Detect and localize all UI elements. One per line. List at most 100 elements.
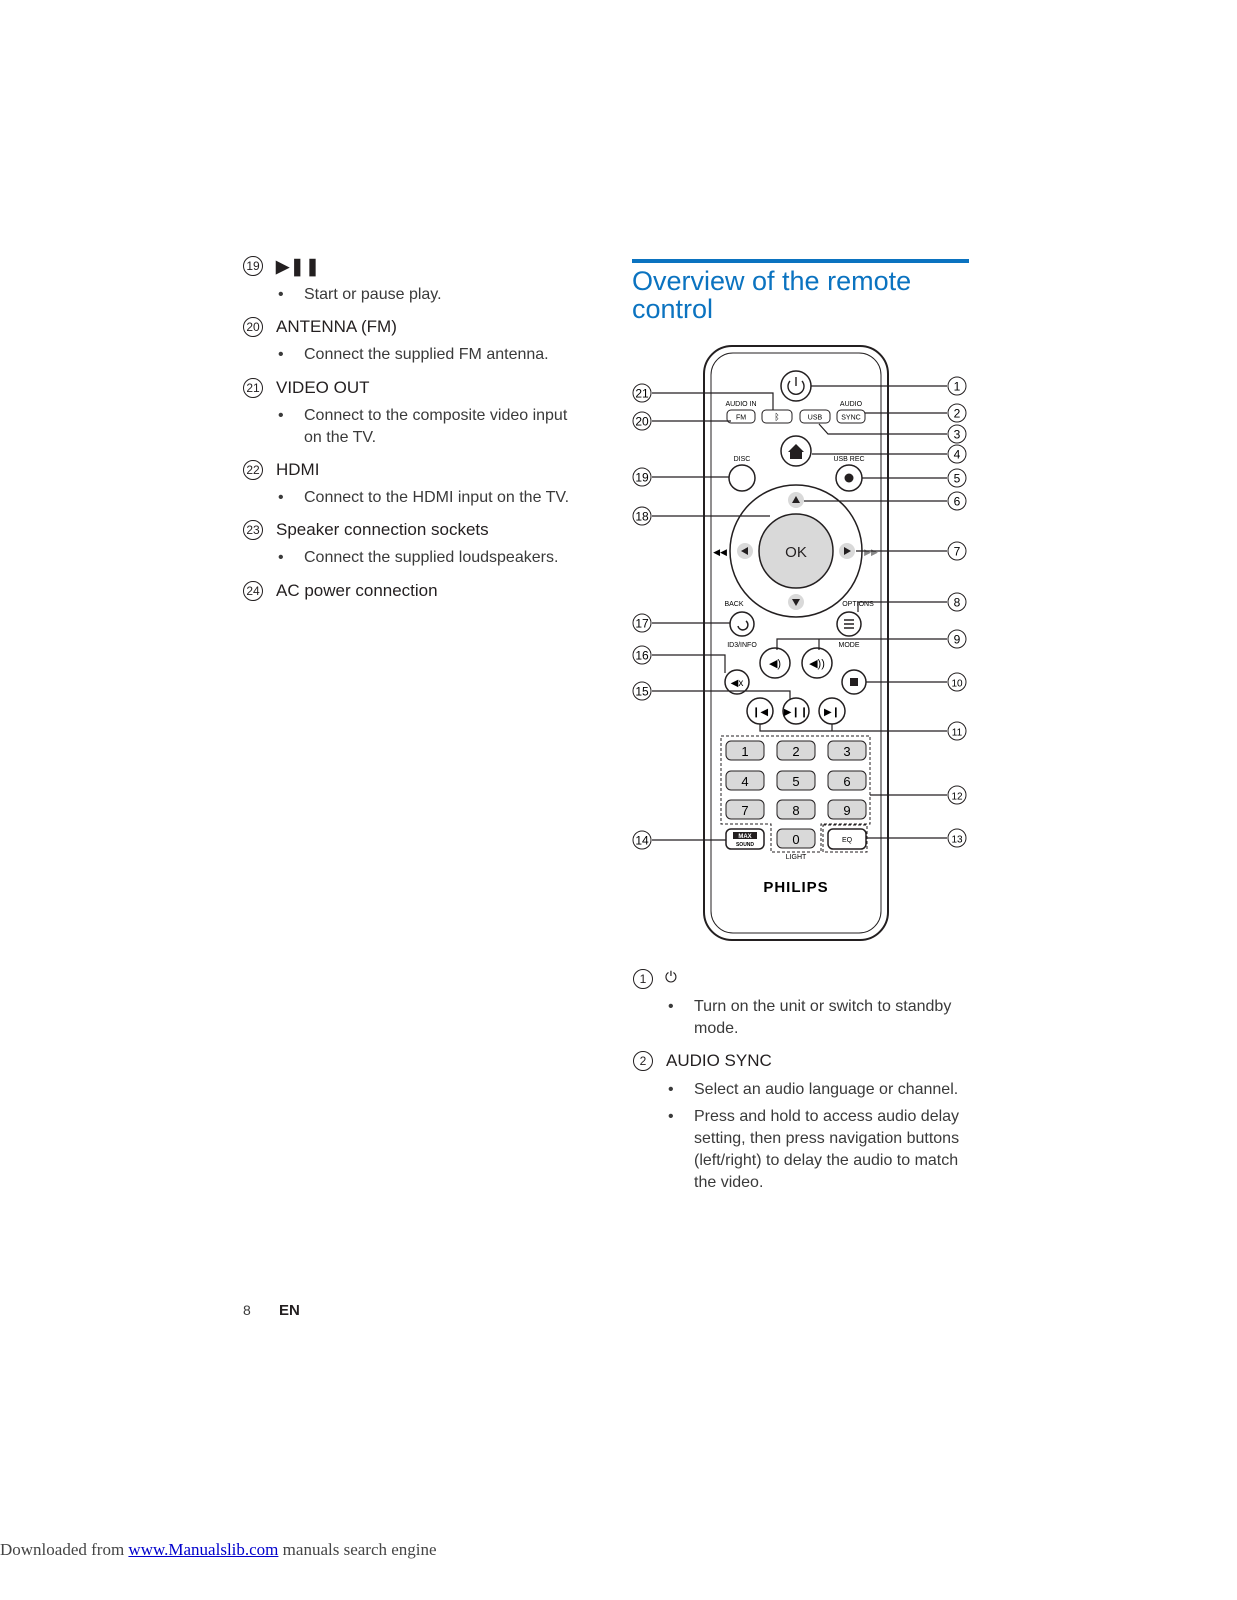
callout-7: 7 bbox=[947, 541, 967, 561]
callout-16: 16 bbox=[632, 645, 652, 665]
svg-text:1: 1 bbox=[954, 380, 961, 394]
record-icon bbox=[844, 473, 854, 483]
menu-icon bbox=[844, 619, 854, 629]
svg-text:12: 12 bbox=[951, 792, 963, 803]
callout-numbers: 21 20 19 18 17 16 15 14 1 2 3 4 5 6 7 8 … bbox=[632, 376, 967, 850]
right-arrow-icon bbox=[844, 547, 851, 555]
svg-text:3: 3 bbox=[954, 428, 961, 442]
key-6-label: 6 bbox=[843, 774, 850, 789]
callout-21: 21 bbox=[632, 383, 652, 403]
bullet-text: •Turn on the unit or switch to standby bbox=[668, 998, 952, 1015]
svg-text:5: 5 bbox=[954, 472, 961, 486]
volume-up-icon: ◀)) bbox=[809, 658, 825, 670]
svg-text:17: 17 bbox=[635, 617, 649, 631]
item-number-23: 23 bbox=[243, 520, 263, 540]
bluetooth-icon: ᛒ bbox=[774, 412, 779, 422]
id3-info-label: ID3/INFO bbox=[727, 642, 757, 649]
bullet-text: •Start or pause play. bbox=[278, 286, 442, 303]
video-out-heading: VIDEO OUT bbox=[276, 378, 370, 397]
callout-10: 10 bbox=[947, 672, 967, 692]
key-2-label: 2 bbox=[792, 744, 799, 759]
svg-text:4: 4 bbox=[954, 448, 961, 462]
audio-label: AUDIO bbox=[840, 401, 863, 408]
item-number-20: 20 bbox=[243, 317, 263, 337]
up-arrow-icon bbox=[792, 496, 800, 503]
volume-down-button bbox=[759, 647, 791, 679]
svg-text:7: 7 bbox=[954, 545, 961, 559]
usb-button bbox=[799, 409, 831, 424]
callout-1: 1 bbox=[947, 376, 967, 396]
callout-19: 19 bbox=[632, 467, 652, 487]
download-suffix: manuals search engine bbox=[278, 1540, 437, 1559]
fm-label: FM bbox=[736, 415, 746, 422]
power-icon bbox=[787, 380, 805, 395]
key-9-label: 9 bbox=[843, 803, 850, 818]
previous-icon: ❙◀ bbox=[752, 707, 768, 718]
callout-18: 18 bbox=[632, 506, 652, 526]
rewind-icon: ◀◀ bbox=[713, 547, 727, 557]
callout-12: 12 bbox=[947, 785, 967, 805]
mode-label: MODE bbox=[839, 642, 860, 649]
callout-9: 9 bbox=[947, 629, 967, 649]
stop-icon bbox=[850, 678, 858, 686]
svg-text:8: 8 bbox=[954, 596, 961, 610]
key-4 bbox=[725, 770, 765, 791]
play-pause-icon: ▶❙❙ bbox=[784, 707, 808, 718]
audio-in-label: AUDIO IN bbox=[725, 401, 756, 408]
bullet-text-continued: on the TV. bbox=[304, 429, 377, 446]
bullet-text: •Connect the supplied FM antenna. bbox=[278, 346, 549, 363]
item-number-21: 21 bbox=[243, 378, 263, 398]
page-number: 8 bbox=[243, 1302, 251, 1318]
key-5-label: 5 bbox=[792, 774, 799, 789]
callout-3: 3 bbox=[947, 424, 967, 444]
callout-4: 4 bbox=[947, 444, 967, 464]
key-9 bbox=[827, 799, 867, 820]
key-3 bbox=[827, 740, 867, 761]
next-icon: ▶❙ bbox=[824, 707, 840, 718]
volume-up-button bbox=[801, 647, 833, 679]
sound-label: SOUND bbox=[736, 842, 754, 848]
svg-text:13: 13 bbox=[951, 835, 963, 846]
svg-text:11: 11 bbox=[952, 728, 963, 739]
back-button bbox=[729, 611, 755, 637]
section-title-line1: Overview of the remote bbox=[632, 266, 912, 296]
numeric-keypad: 1 2 3 4 5 6 7 8 9 0 bbox=[725, 740, 867, 849]
svg-text:9: 9 bbox=[954, 633, 961, 647]
svg-text:6: 6 bbox=[954, 495, 961, 509]
remote-control-diagram: AUDIO IN FM ᛒ USB AUDIO SYNC DISC USB RE… bbox=[632, 345, 967, 941]
ac-power-heading: AC power connection bbox=[276, 581, 438, 600]
manualslib-link[interactable]: www.Manualslib.com bbox=[128, 1540, 279, 1559]
callout-11: 11 bbox=[947, 721, 967, 741]
volume-down-icon: ◀) bbox=[769, 658, 781, 670]
item-number-1: 1 bbox=[633, 969, 653, 989]
fast-forward-icon: ▶▶ bbox=[864, 547, 878, 557]
key-0-label: 0 bbox=[792, 832, 799, 847]
callout-14: 14 bbox=[632, 830, 652, 850]
play-pause-heading: ▶❚❚ bbox=[276, 257, 321, 276]
bullet-text-continued: the video. bbox=[694, 1174, 764, 1191]
hdmi-heading: HDMI bbox=[276, 460, 320, 479]
callout-6: 6 bbox=[947, 491, 967, 511]
bullet-text: •Press and hold to access audio delay bbox=[668, 1108, 960, 1125]
sync-label: SYNC bbox=[841, 415, 860, 422]
back-label: BACK bbox=[724, 601, 743, 608]
download-source-line: Downloaded from www.Manualslib.com manua… bbox=[0, 1540, 437, 1560]
light-label: LIGHT bbox=[786, 854, 807, 861]
svg-text:18: 18 bbox=[635, 510, 649, 524]
title-rule bbox=[632, 259, 969, 263]
left-arrow-icon bbox=[741, 547, 748, 555]
mute-button bbox=[724, 669, 750, 695]
key-4-label: 4 bbox=[741, 774, 748, 789]
key-6 bbox=[827, 770, 867, 791]
bullet-text-continued: setting, then press navigation buttons bbox=[694, 1130, 960, 1147]
svg-text:2: 2 bbox=[954, 407, 961, 421]
svg-text:10: 10 bbox=[951, 679, 963, 690]
key-7-label: 7 bbox=[741, 803, 748, 818]
back-icon bbox=[737, 620, 749, 631]
home-icon bbox=[788, 444, 804, 459]
audio-sync-button bbox=[836, 409, 866, 424]
download-prefix: Downloaded from bbox=[0, 1540, 129, 1559]
speaker-heading: Speaker connection sockets bbox=[276, 520, 489, 539]
max-label: MAX bbox=[738, 834, 751, 840]
callout-8: 8 bbox=[947, 592, 967, 612]
